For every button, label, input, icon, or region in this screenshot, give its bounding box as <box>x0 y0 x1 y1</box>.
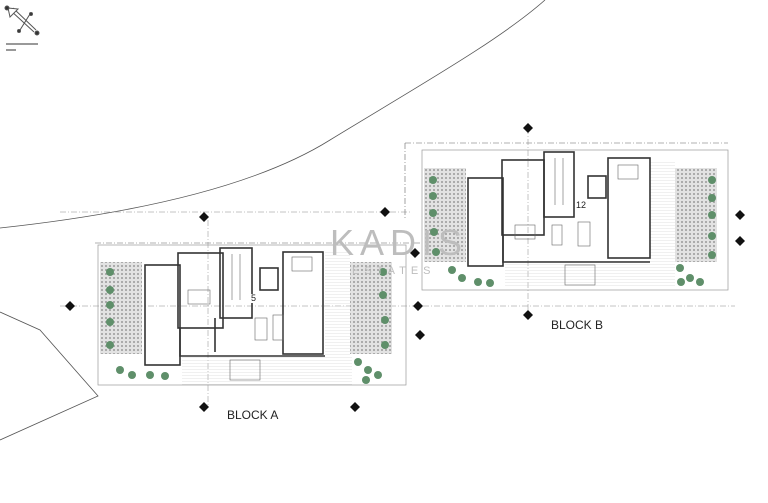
drawing-scale-text <box>6 49 16 51</box>
axis-line <box>60 211 735 307</box>
axis-line <box>95 142 728 244</box>
tree-icons <box>106 268 389 384</box>
garden-area <box>350 262 392 354</box>
veranda-area <box>325 252 350 357</box>
block-a-unit-number: 5 <box>250 293 258 303</box>
drawing-title-text <box>6 43 38 45</box>
block-a-plan <box>97 244 407 386</box>
tree-icons <box>429 176 716 287</box>
watermark-logo-text: KADIS <box>330 222 469 263</box>
veranda-area <box>182 355 352 385</box>
block-a-label: BLOCK A <box>227 408 279 422</box>
site-boundary-curve <box>0 0 546 229</box>
veranda-area <box>650 160 675 260</box>
veranda-area <box>505 260 675 288</box>
site-boundary-lower <box>0 311 99 441</box>
watermark-sub-text: ESTATES <box>352 265 436 277</box>
north-arrow-icon <box>4 5 40 36</box>
block-b-label: BLOCK B <box>551 318 604 332</box>
block-b-unit-number: 12 <box>575 200 588 210</box>
section-marker-icons <box>65 123 745 412</box>
garden-area <box>100 262 142 354</box>
block-b-plan <box>421 149 729 291</box>
